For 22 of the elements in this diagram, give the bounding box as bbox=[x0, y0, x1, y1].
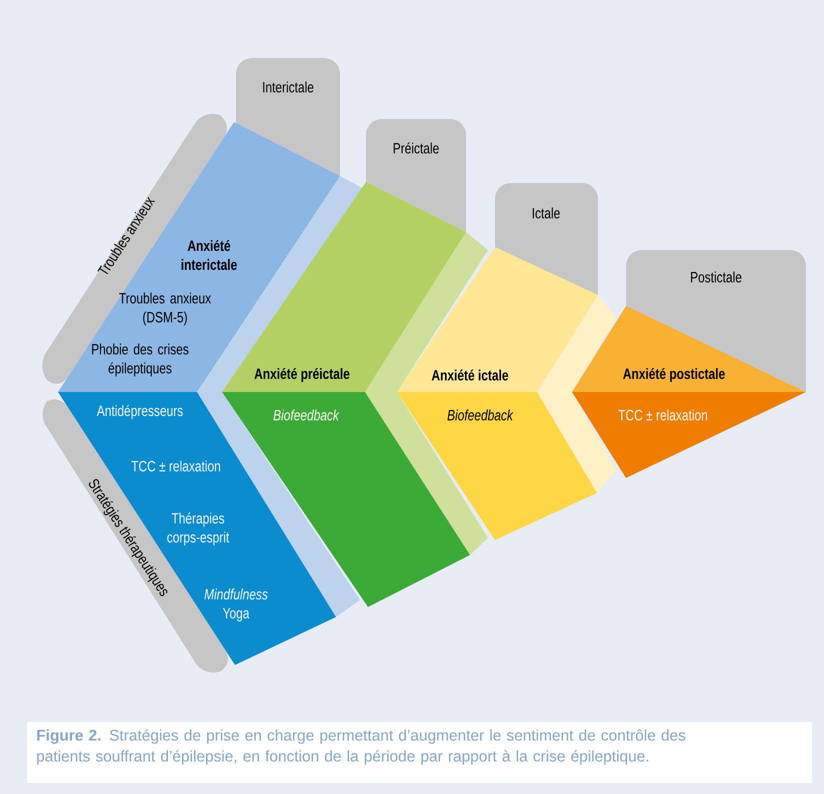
heading: Anxiété postictale bbox=[623, 368, 725, 382]
period-tab bbox=[366, 118, 466, 232]
panel-text: Phobie des crises épileptiques bbox=[92, 344, 188, 376]
panel-text: Antidépresseurs bbox=[96, 404, 183, 420]
panel-text: TCC ± relaxation bbox=[131, 460, 220, 472]
tab-label: Ictale bbox=[532, 208, 560, 218]
panel-text: TCC ± relaxation bbox=[618, 410, 708, 420]
period-tab bbox=[236, 58, 340, 176]
tab-label: Postictale bbox=[691, 272, 742, 282]
tab-label: Interictale bbox=[263, 82, 314, 92]
tab-label: Préictale bbox=[394, 142, 439, 154]
panel-text: Mindfulness Yoga bbox=[204, 588, 268, 622]
panel-text: Thérapies corps-esprit bbox=[167, 512, 230, 546]
heading: Anxiété préictale bbox=[254, 368, 350, 382]
period-tab bbox=[495, 182, 598, 295]
panel-text: Biofeedback bbox=[273, 410, 340, 420]
heading: Anxiété ictale bbox=[432, 369, 508, 381]
panel-text: Biofeedback bbox=[447, 410, 514, 420]
panel-text: Troubles anxieux (DSM-5) bbox=[119, 292, 211, 326]
caption: Figure 2. Stratégies de prise en charge permettant d’augmenter le sentiment de contrôle des patients souffrant d’épilepsie, en fonction de la période par rapport à la crise épileptique. bbox=[27, 722, 812, 783]
heading: Anxiété interictale bbox=[182, 240, 237, 270]
chevron-band bbox=[537, 294, 616, 493]
